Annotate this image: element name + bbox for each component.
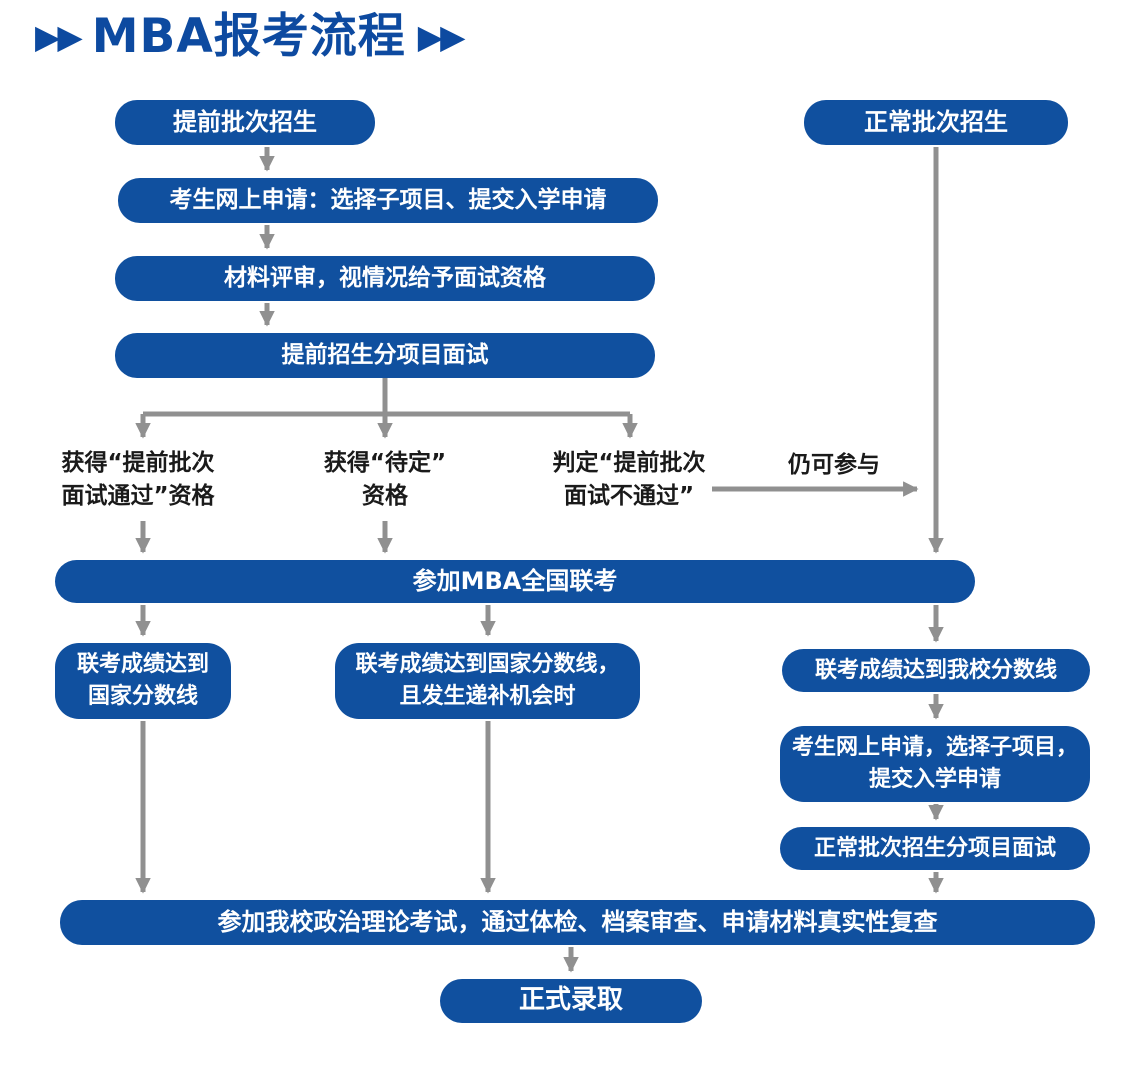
label-still-can-participate: 仍可参与 [788, 452, 880, 478]
node-online-application-early: 考生网上申请：选择子项目、提交入学申请 [118, 178, 658, 223]
node-normal-batch-interview: 正常批次招生分项目面试 [780, 827, 1090, 870]
node-score-national-line-supplement: 联考成绩达到国家分数线， 且发生递补机会时 [335, 643, 640, 719]
node-score-school-line: 联考成绩达到我校分数线 [782, 649, 1090, 692]
node-official-admission: 正式录取 [440, 979, 702, 1023]
node-politics-exam-and-checks: 参加我校政治理论考试，通过体检、档案审查、申请材料真实性复查 [60, 900, 1095, 945]
title-text: MBA报考流程 [91, 8, 406, 64]
node-early-admission-interview: 提前招生分项目面试 [115, 333, 655, 378]
node-normal-batch-admission: 正常批次招生 [804, 100, 1068, 145]
label-early-interview-pass: 获得“提前批次 面试通过”资格 [61, 450, 215, 510]
page-title: ▶▶ MBA报考流程 ▶▶ [35, 6, 466, 66]
node-score-national-line: 联考成绩达到 国家分数线 [55, 643, 231, 719]
node-mba-national-exam: 参加MBA全国联考 [55, 560, 975, 603]
title-arrows-left-icon: ▶▶ [35, 16, 83, 56]
node-early-batch-admission: 提前批次招生 [115, 100, 375, 145]
node-online-application-normal: 考生网上申请，选择子项目， 提交入学申请 [780, 726, 1090, 802]
label-early-interview-fail: 判定“提前批次 面试不通过” [552, 450, 706, 510]
connector-branch-trident [143, 378, 630, 417]
node-material-review: 材料评审，视情况给予面试资格 [115, 256, 655, 301]
title-arrows-right-icon: ▶▶ [417, 16, 466, 56]
label-pending-qualification: 获得“待定” 资格 [323, 450, 447, 510]
